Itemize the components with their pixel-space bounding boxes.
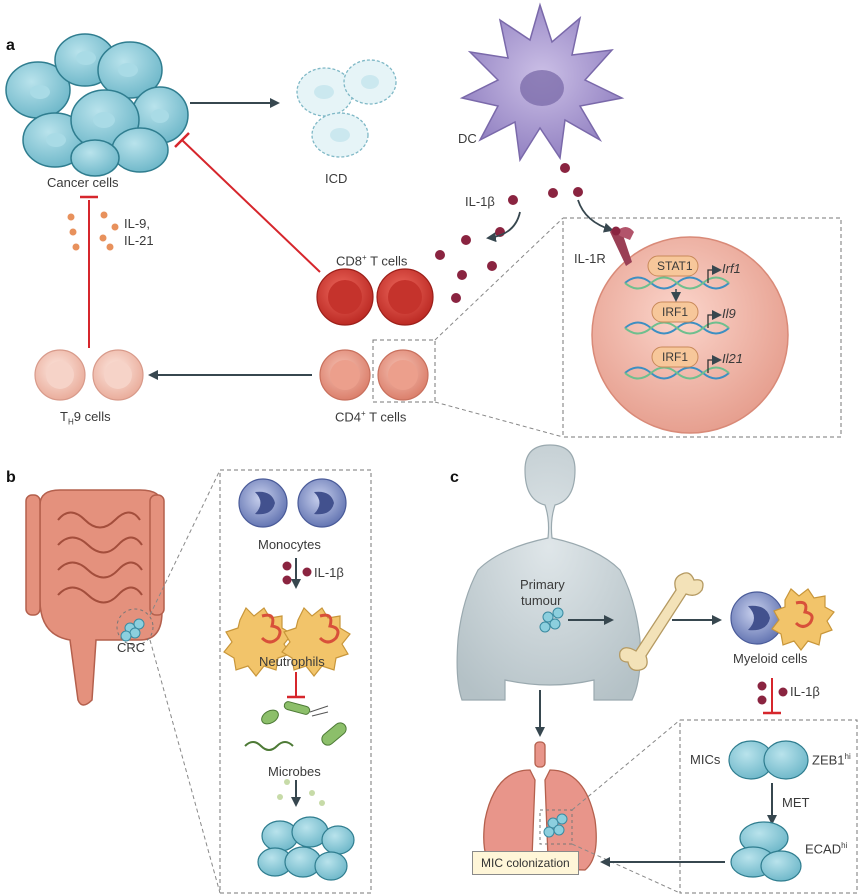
promoter-arrows bbox=[707, 265, 722, 373]
mic-colonization-box: MIC colonization bbox=[472, 851, 579, 875]
crc-tumour-b bbox=[120, 618, 145, 642]
neutrophils-label: Neutrophils bbox=[259, 654, 325, 669]
th9-cells bbox=[34, 349, 144, 401]
breast-tumour bbox=[539, 607, 564, 633]
panel-label-b: b bbox=[6, 469, 16, 486]
mic-cells bbox=[728, 740, 809, 780]
myeloid-cells-label: Myeloid cells bbox=[733, 651, 808, 666]
primary-tumour-label-1: Primary bbox=[520, 577, 565, 592]
dna-helices bbox=[624, 276, 730, 380]
panel-c bbox=[456, 444, 858, 894]
il1r-label: IL-1R bbox=[574, 251, 606, 266]
panel-label-c: c bbox=[450, 469, 459, 486]
th9-label: TH9 cells bbox=[60, 409, 111, 427]
cd8-label: CD8+ T cells bbox=[336, 253, 408, 269]
primary-tumour-label-2: tumour bbox=[521, 593, 562, 608]
stat1-label: STAT1 bbox=[657, 259, 693, 273]
zeb1-label: ZEB1hi bbox=[812, 752, 851, 768]
icd-cells bbox=[296, 59, 397, 158]
il1b-label-c: IL-1β bbox=[790, 684, 820, 699]
myeloid-cells bbox=[730, 588, 835, 651]
il9-gene-label: Il9 bbox=[722, 306, 736, 321]
dc-label: DC bbox=[458, 131, 477, 146]
t-cell-nucleus bbox=[591, 236, 789, 434]
cancer-cell-cluster bbox=[5, 33, 189, 177]
crc-label: CRC bbox=[117, 640, 146, 655]
il1b-label-a: IL-1β bbox=[465, 194, 495, 209]
ecad-label: ECADhi bbox=[805, 841, 848, 857]
panel-label-a: a bbox=[6, 37, 15, 54]
monocytes-b bbox=[238, 478, 347, 528]
il21-label: IL-21 bbox=[124, 233, 154, 248]
icd-label: ICD bbox=[325, 171, 348, 186]
il1r-receptor bbox=[610, 226, 634, 266]
mics-label: MICs bbox=[690, 752, 721, 767]
cd4-label: CD4+ T cells bbox=[335, 409, 407, 425]
microbes-b bbox=[244, 701, 347, 751]
ecad-cells bbox=[730, 821, 802, 882]
irf1-label-2: IRF1 bbox=[662, 350, 689, 364]
panel-b bbox=[25, 469, 372, 894]
cd4-t-cells bbox=[319, 349, 429, 401]
met-label: MET bbox=[782, 795, 810, 810]
neutrophils-b bbox=[223, 606, 351, 677]
dendritic-cell bbox=[459, 2, 625, 163]
il21-gene-label: Il21 bbox=[722, 351, 743, 366]
il9-label: IL-9, bbox=[124, 216, 151, 231]
cancer-cells-label: Cancer cells bbox=[47, 175, 119, 190]
panel-a bbox=[5, 2, 842, 438]
intestine-icon bbox=[25, 489, 165, 706]
il1b-label-b: IL-1β bbox=[314, 565, 344, 580]
cd8-t-cells bbox=[316, 268, 434, 326]
bone-icon bbox=[619, 572, 704, 671]
lung-tumour bbox=[543, 813, 568, 838]
microbes-label: Microbes bbox=[268, 764, 321, 779]
il9-il21-particles bbox=[67, 211, 119, 251]
monocytes-label: Monocytes bbox=[258, 537, 321, 552]
tf-pills bbox=[647, 255, 699, 368]
tumour-cluster-b bbox=[257, 816, 355, 881]
il1b-particles-a bbox=[435, 163, 583, 303]
irf1-gene-label: Irf1 bbox=[722, 261, 741, 276]
irf1-label-1: IRF1 bbox=[662, 305, 689, 319]
human-body-icon bbox=[456, 444, 641, 701]
